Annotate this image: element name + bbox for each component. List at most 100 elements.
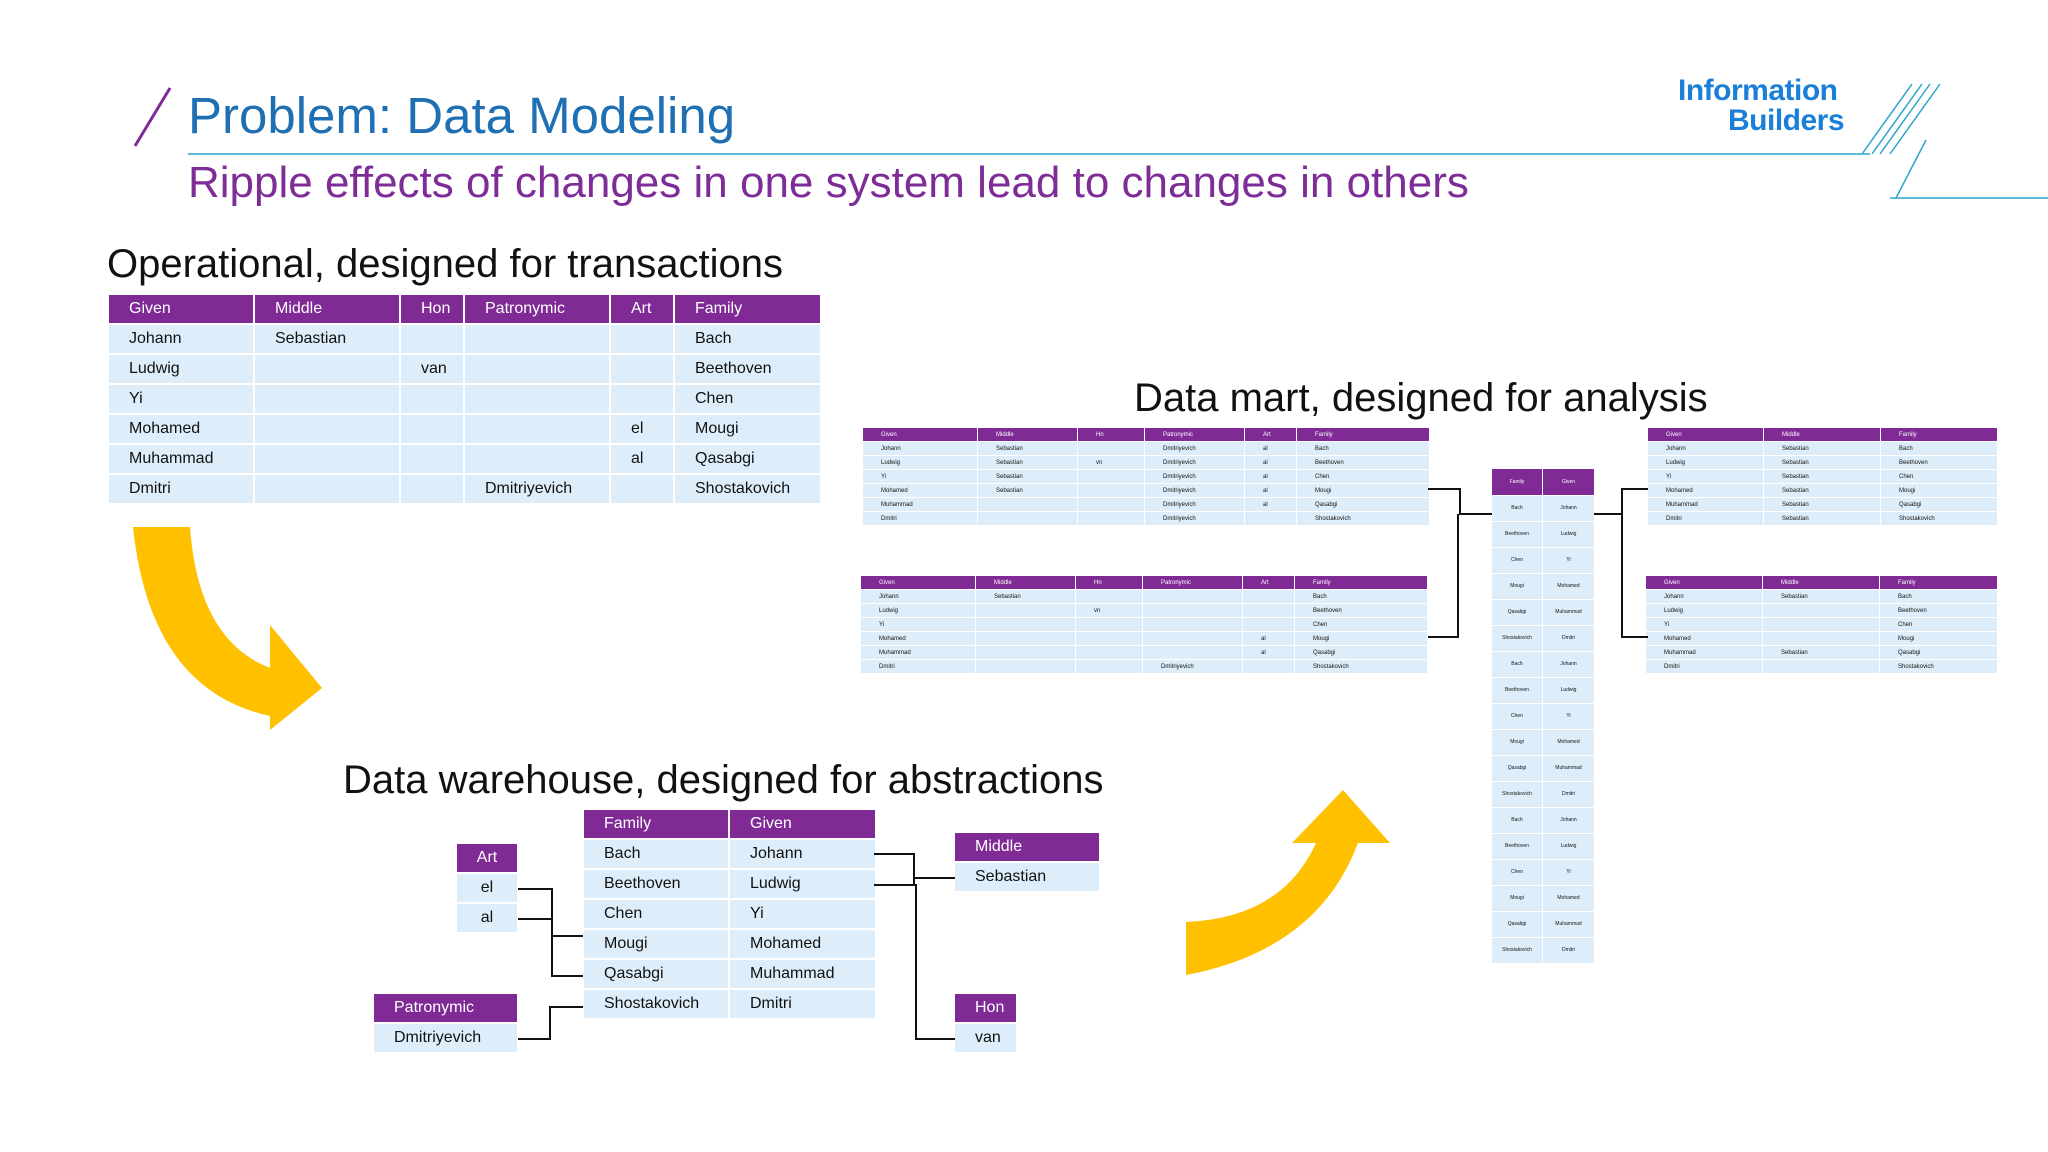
table-cell: Chen <box>1296 469 1430 484</box>
table-cell <box>1077 441 1145 456</box>
table-cell: Sebastian <box>1763 469 1881 484</box>
table-cell <box>463 413 611 445</box>
column-header: Given <box>1542 468 1595 496</box>
table-cell <box>1075 659 1143 674</box>
table-cell: Beethoven <box>1491 521 1543 548</box>
table-cell <box>399 473 465 505</box>
column-header: Hn <box>1075 575 1143 590</box>
table-cell: Shostakovich <box>1296 511 1430 526</box>
table-cell: Chen <box>582 898 730 930</box>
table-cell: Shostakovich <box>1879 659 1998 674</box>
table-cell: Ludwig <box>1542 677 1595 704</box>
table-row: al <box>455 902 519 934</box>
table-cell: Sebastian <box>977 455 1078 470</box>
table-cell: Sebastian <box>1763 511 1881 526</box>
column-header: Family <box>1880 427 1998 442</box>
table-cell: van <box>399 353 465 385</box>
table-cell: Shostakovich <box>1294 659 1428 674</box>
table-cell <box>463 323 611 355</box>
table-cell <box>609 473 675 505</box>
table-cell <box>1142 589 1243 604</box>
table-cell: Chen <box>1880 469 1998 484</box>
table-cell: Shostakovich <box>1491 781 1543 808</box>
table-cell: al <box>609 443 675 475</box>
table-cell <box>399 323 465 355</box>
column-header: Family <box>673 293 822 325</box>
table-cell: Muhammad <box>107 443 255 475</box>
table-cell <box>1242 659 1295 674</box>
column-header: Hon <box>953 992 1018 1024</box>
table-cell <box>975 645 1076 660</box>
column-header: Middle <box>975 575 1076 590</box>
table-cell: Mohamed <box>1542 573 1595 600</box>
table-cell: Dmitriyevich <box>1144 511 1245 526</box>
column-header: Given <box>728 808 877 840</box>
column-header: Hon <box>399 293 465 325</box>
column-header: Family <box>1879 575 1998 590</box>
table-cell <box>463 353 611 385</box>
table-cell: Beethoven <box>1294 603 1428 618</box>
table-cell: Sebastian <box>975 589 1076 604</box>
column-header: Family <box>582 808 730 840</box>
table-cell: Mohamed <box>1647 483 1764 498</box>
table-cell <box>463 443 611 475</box>
table-cell <box>609 353 675 385</box>
connector-hon <box>874 884 955 1040</box>
table-cell: Qasabgi <box>673 443 822 475</box>
table-cell: Muhammad <box>728 958 877 990</box>
table-cell: Yi <box>1542 703 1595 730</box>
table-cell: Qasabgi <box>1294 645 1428 660</box>
table-cell: Dmitriyevich <box>1144 469 1245 484</box>
logo-stripes <box>1861 83 1941 199</box>
table-cell: Dmitri <box>860 659 976 674</box>
information-builders-logo: Information Builders <box>1678 74 1845 137</box>
table-cell: Dmitriyevich <box>372 1022 519 1054</box>
column-header: Middle <box>953 831 1101 863</box>
table-cell: Muhammad <box>1542 911 1595 938</box>
table-cell: Johann <box>862 441 978 456</box>
table-cell <box>1075 617 1143 632</box>
table-cell: Johann <box>1645 589 1763 604</box>
table-row: Sebastian <box>953 861 1101 893</box>
table-cell: Mougi <box>673 413 822 445</box>
connector-mart-rb <box>1621 514 1648 638</box>
table-cell <box>1075 631 1143 646</box>
table-cell: Bach <box>1491 651 1543 678</box>
table-cell: Bach <box>1491 495 1543 522</box>
table-cell: Bach <box>1296 441 1430 456</box>
table-cell: Qasabgi <box>582 958 730 990</box>
table-cell: al <box>1244 441 1297 456</box>
table-cell: Sebastian <box>253 323 401 355</box>
table-cell: Beethoven <box>1491 833 1543 860</box>
table-cell: el <box>455 872 519 904</box>
table-cell: Ludwig <box>728 868 877 900</box>
table-cell: Muhammad <box>1647 497 1764 512</box>
table-cell: Mougi <box>1491 573 1543 600</box>
column-header: Art <box>455 842 519 874</box>
table-cell: Chen <box>673 383 822 415</box>
